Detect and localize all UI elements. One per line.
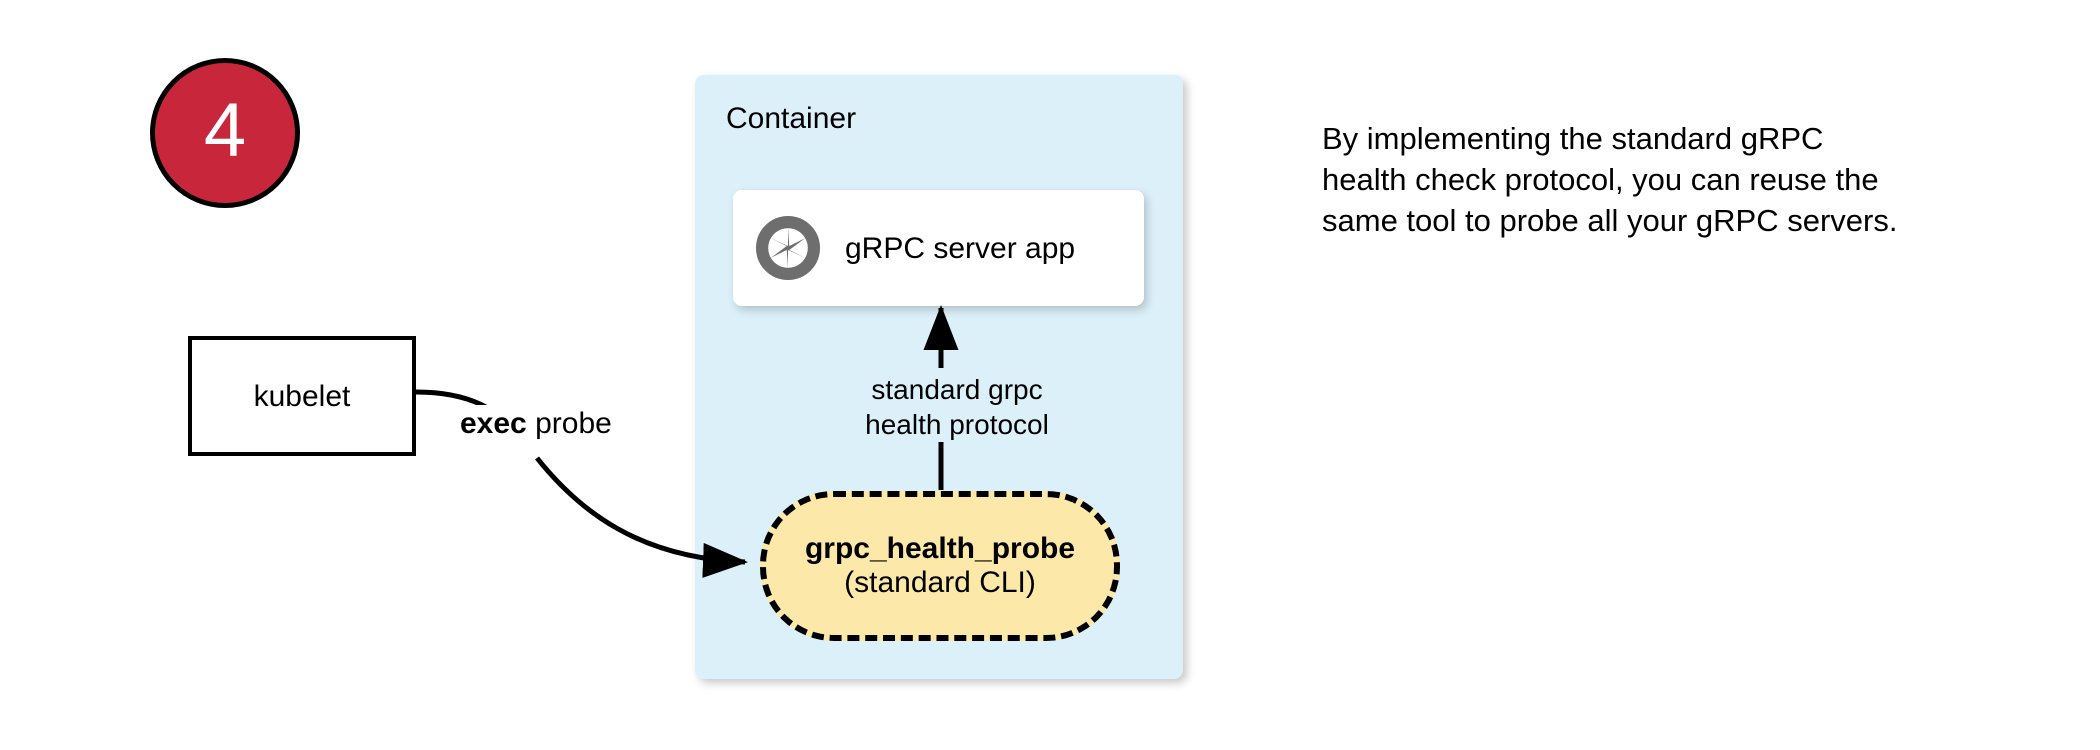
grpc-server-app-label: gRPC server app bbox=[845, 231, 1076, 265]
step-number-text: 4 bbox=[203, 88, 247, 173]
container-label: Container bbox=[726, 102, 857, 135]
caption-text: By implementing the standard gRPC health… bbox=[1322, 121, 1898, 239]
exec-probe-label: exec probe bbox=[455, 405, 617, 442]
exec-probe-rest: probe bbox=[526, 407, 612, 440]
grpc-aperture-icon bbox=[755, 215, 821, 281]
step-number-badge: 4 bbox=[150, 58, 300, 208]
kubelet-box: kubelet bbox=[188, 336, 416, 456]
protocol-label-line-1: standard grpc bbox=[871, 374, 1043, 405]
protocol-label: standard grpc health protocol bbox=[842, 372, 1072, 442]
grpc-health-probe-subtitle: (standard CLI) bbox=[844, 566, 1036, 599]
grpc-health-probe-title: grpc_health_probe bbox=[804, 531, 1076, 565]
grpc-server-app-card: gRPC server app bbox=[733, 190, 1144, 306]
protocol-label-line-2: health protocol bbox=[865, 409, 1049, 440]
grpc-health-probe-box: grpc_health_probe (standard CLI) bbox=[760, 491, 1120, 641]
kubelet-label: kubelet bbox=[253, 379, 351, 413]
exec-probe-keyword: exec bbox=[460, 407, 527, 440]
